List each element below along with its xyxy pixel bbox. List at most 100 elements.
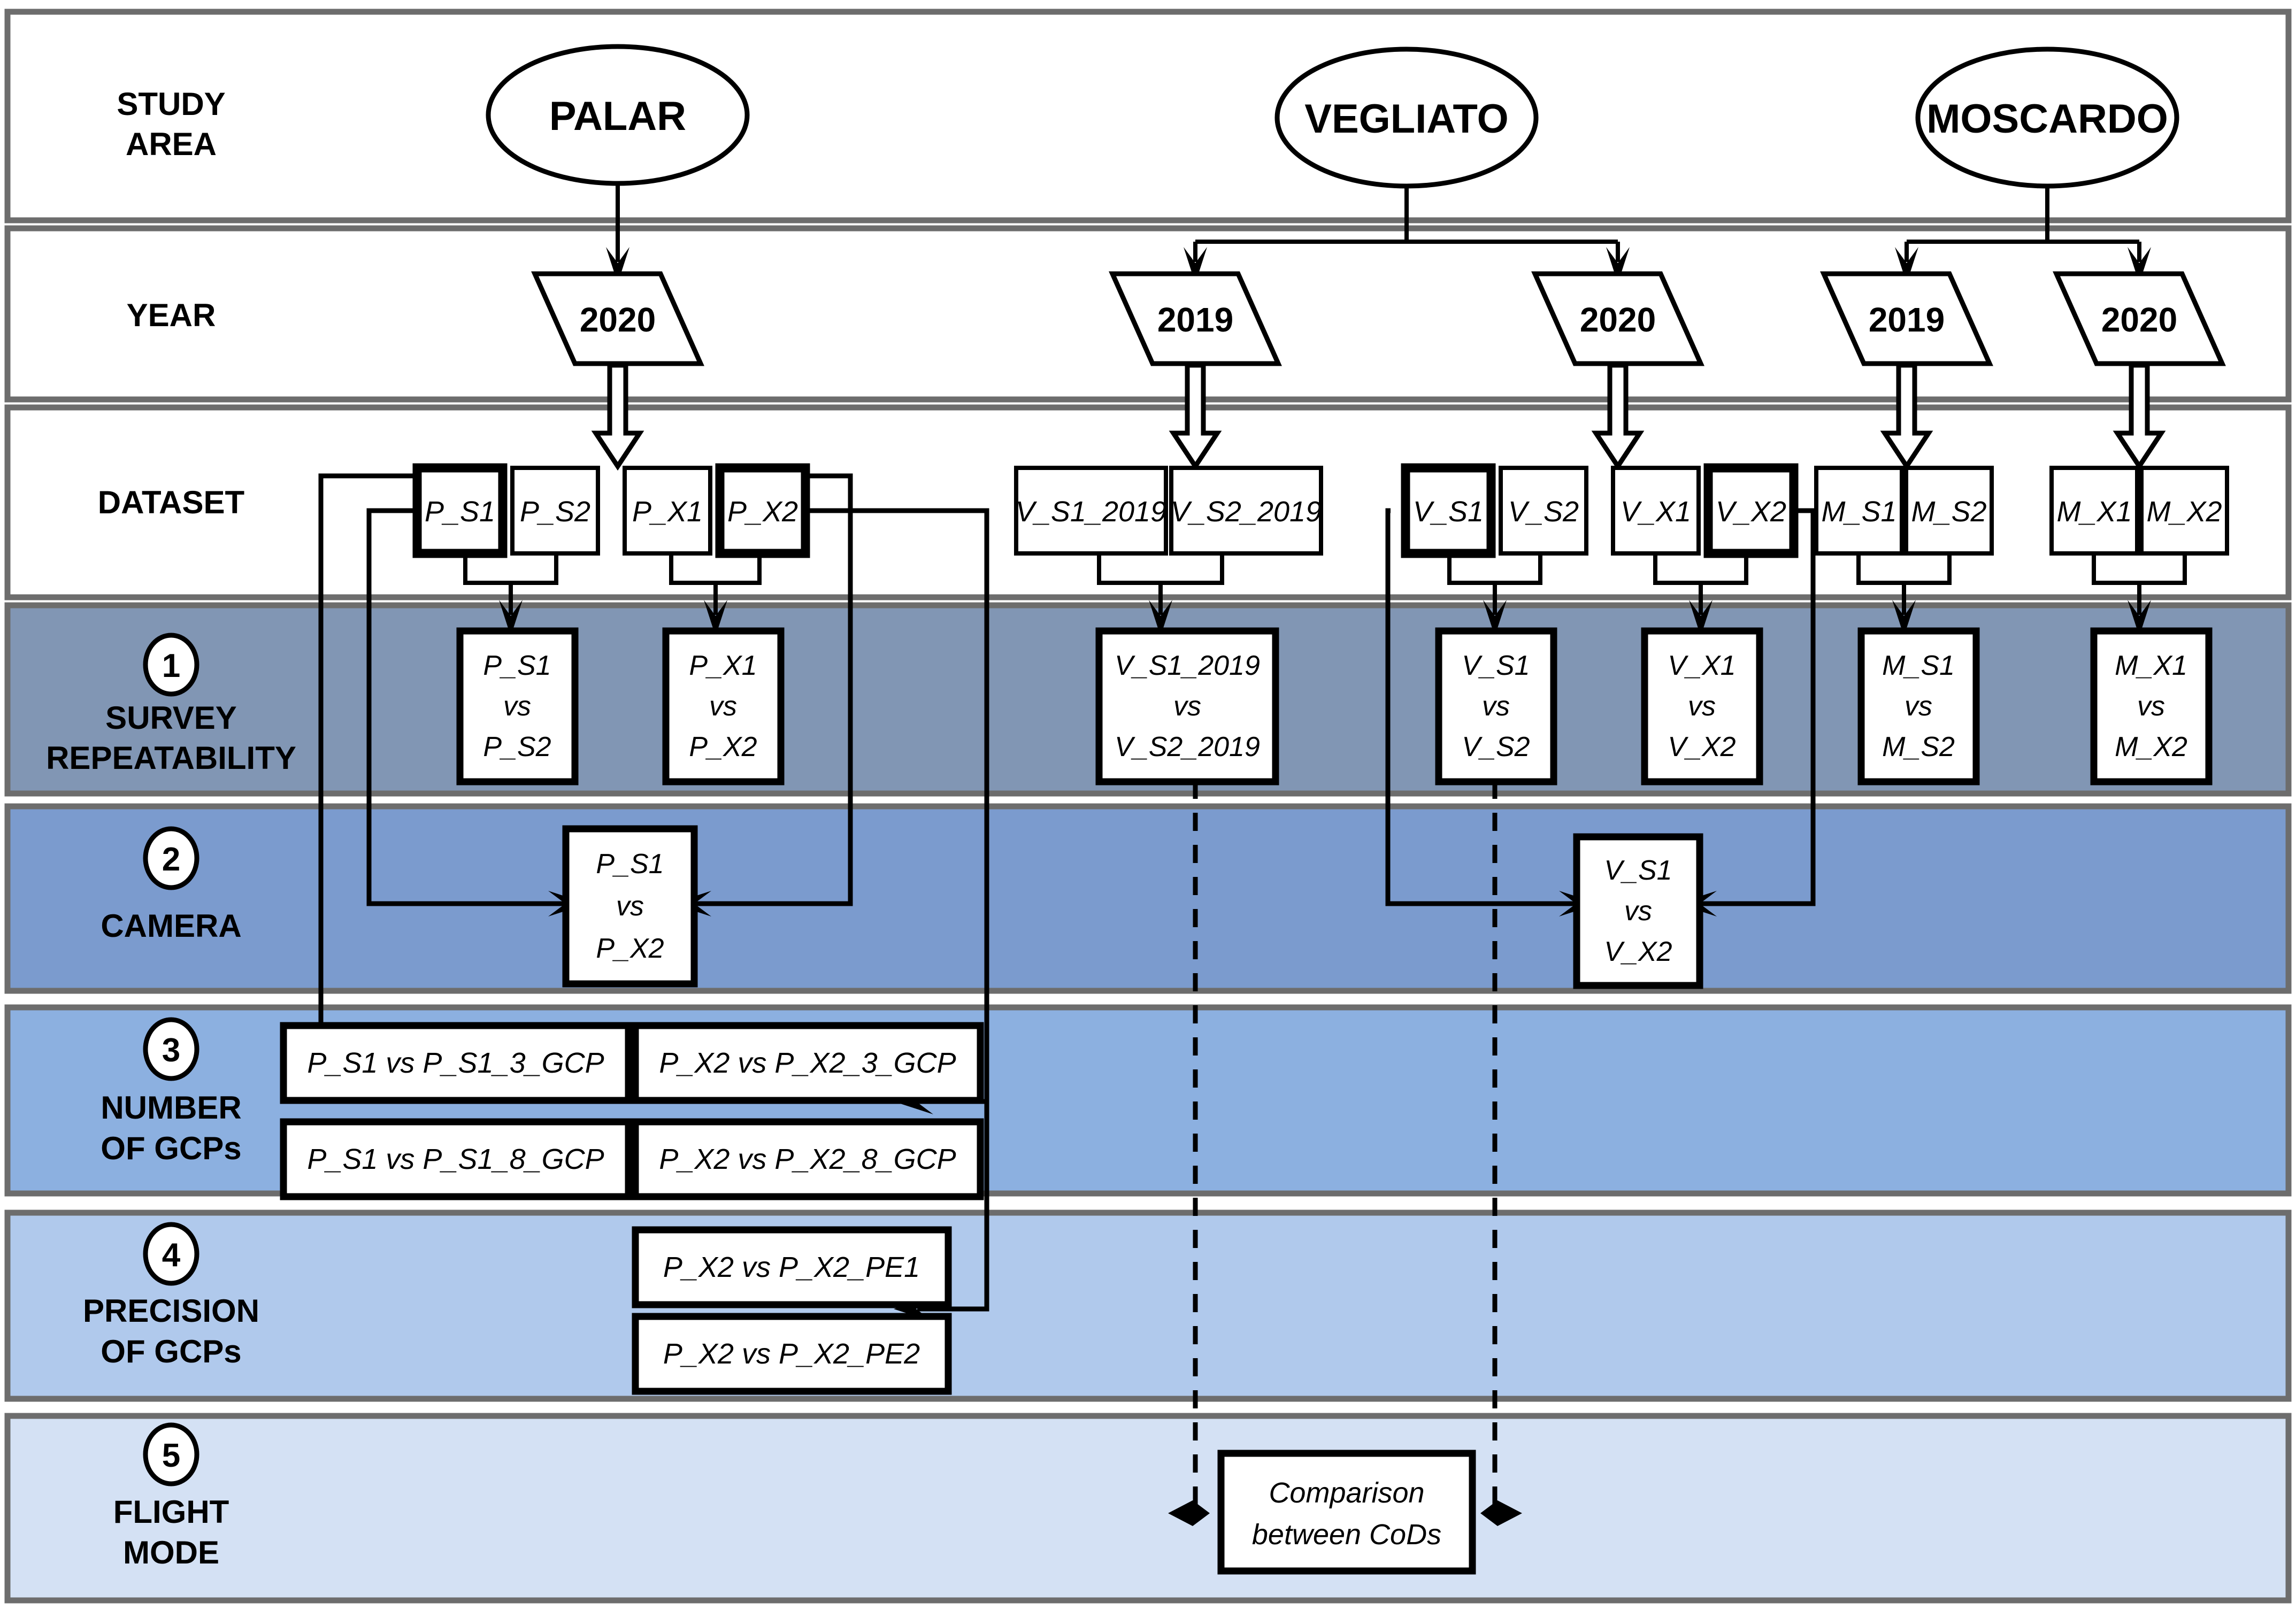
band-number-4-text: 4 [162,1237,181,1274]
gcp-node-gcp-px2-8[interactable]: P_X2 vs P_X2_8_GCP [632,1118,984,1200]
gcp-node-gcp-px2-3[interactable]: P_X2 vs P_X2_3_GCP [632,1022,984,1104]
band-number-3: 3 [143,1017,199,1081]
gcp-ps1-8-label: P_S1 vs P_S1_8_GCP [307,1143,604,1175]
dataset-node-p-x2[interactable]: P_X2 [715,463,810,558]
study-area-node-vegliato[interactable]: VEGLIATO [1274,47,1539,189]
cam-v-line3: V_X2 [1604,936,1672,967]
band-study-area [4,9,2292,224]
band-camera [4,803,2292,994]
dataset-node-v-s1-2019[interactable]: V_S1_2019 [1014,466,1168,556]
sr-p-x-line3: P_X2 [689,731,757,762]
survey-repeatability-node-sr-m-s[interactable]: M_S1 vs M_S2 [1857,627,1980,785]
dataset-node-m-x2[interactable]: M_X2 [2139,466,2229,556]
dataset-node-m-s1[interactable]: M_S1 [1814,466,1904,556]
gcp-ps1-3-label: P_S1 vs P_S1_3_GCP [307,1047,604,1079]
band-label-precision-of-gcps-line2: OF GCPs [101,1334,241,1369]
block-arrow-vegliato-2020 [1591,363,1645,471]
band-label-survey-repeatability-line1: SURVEY [105,700,237,736]
sr-m-s-line3: M_S2 [1882,731,1955,762]
dataset-node-v-x1[interactable]: V_X1 [1611,466,1701,556]
band-number-2-text: 2 [162,841,180,878]
precision-node-pe2[interactable]: P_X2 vs P_X2_PE2 [632,1313,952,1395]
block-arrow-moscardo-2019 [1880,363,1933,471]
dataset-node-p-s2[interactable]: P_S2 [510,466,600,556]
band-number-5-text: 5 [162,1437,180,1474]
dataset-node-v-s2-2019[interactable]: V_S2_2019 [1169,466,1323,556]
gcp-node-gcp-ps1-8[interactable]: P_S1 vs P_S1_8_GCP [280,1118,632,1200]
year-node-moscardo-2020[interactable]: 2020 [2053,271,2226,366]
dashed-cod-arrowheads [1168,1500,1522,1526]
survey-repeatability-node-sr-v-x[interactable]: V_X1 vs V_X2 [1641,627,1763,785]
study-area-node-moscardo[interactable]: MOSCARDO [1915,47,2179,189]
gcp-node-gcp-ps1-3[interactable]: P_S1 vs P_S1_3_GCP [280,1022,632,1104]
band-label-study-area-line1: STUDY [117,86,225,122]
dataset-node-m-s2[interactable]: M_S2 [1904,466,1994,556]
dataset-label-m-s2: M_S2 [1911,496,1986,528]
camera-node-cam-v[interactable]: V_S1 vs V_X2 [1573,833,1703,989]
dataset-label-m-x1: M_X1 [2056,496,2132,528]
pe1-label: P_X2 vs P_X2_PE1 [663,1251,920,1283]
year-node-vegliato-2020[interactable]: 2020 [1531,271,1704,366]
cods-line1: Comparison [1269,1477,1424,1509]
cods-line2: between CoDs [1252,1519,1441,1551]
cam-p-line3: P_X2 [596,933,664,964]
year-label-moscardo-2020: 2020 [2101,301,2177,339]
year-label-vegliato-2020: 2020 [1580,301,1656,339]
dataset-node-v-s1[interactable]: V_S1 [1401,463,1496,558]
sr-m-s-line1: M_S1 [1882,650,1955,681]
year-node-palar-2020[interactable]: 2020 [531,271,704,366]
survey-repeatability-node-sr-p-x[interactable]: P_X1 vs P_X2 [662,627,785,785]
sr-m-s-line2: vs [1905,691,1932,722]
dataset-label-v-s2-2019: V_S2_2019 [1171,496,1322,528]
band-precision-of-gcps [4,1210,2292,1402]
year-node-moscardo-2019[interactable]: 2019 [1820,271,1993,366]
cam-p-line2: vs [616,891,644,922]
band-label-study-area-line2: AREA [126,126,217,162]
dataset-label-v-x1: V_X1 [1621,496,1691,528]
block-arrows-year-to-dataset [591,363,2166,471]
band-label-number-of-gcps-line2: OF GCPs [101,1130,241,1166]
survey-repeatability-node-sr-p-s[interactable]: P_S1 vs P_S2 [456,627,579,785]
band-number-2: 2 [143,826,199,890]
cam-v-line1: V_S1 [1604,855,1672,886]
pe2-label: P_X2 vs P_X2_PE2 [663,1338,920,1370]
survey-repeatability-node-sr-m-x[interactable]: M_X1 vs M_X2 [2090,627,2213,785]
connectors-area-to-year [606,183,2151,283]
study-area-label-moscardo: MOSCARDO [1926,96,2168,142]
study-area-label-vegliato: VEGLIATO [1304,96,1508,142]
survey-repeatability-node-sr-v-2019[interactable]: V_S1_2019 vs V_S2_2019 [1095,627,1279,785]
band-label-precision-of-gcps-line1: PRECISION [83,1293,259,1329]
sr-v-s-line3: V_S2 [1462,731,1530,762]
sr-m-x-line1: M_X1 [2115,650,2187,681]
dataset-node-p-x1[interactable]: P_X1 [623,466,712,556]
sr-p-s-line2: vs [503,691,531,722]
band-number-3-text: 3 [162,1032,180,1069]
survey-repeatability-node-sr-v-s[interactable]: V_S1 vs V_S2 [1435,627,1557,785]
sr-v-2019-line2: vs [1173,691,1201,722]
dataset-label-v-s1: V_S1 [1413,496,1484,528]
sr-p-s-line3: P_S2 [483,731,551,762]
dataset-node-m-x1[interactable]: M_X1 [2049,466,2139,556]
block-arrow-vegliato-2019 [1169,363,1222,471]
cam-p-line1: P_S1 [596,849,664,880]
sr-p-s-line1: P_S1 [483,650,551,681]
dashed-cod-connectors [1193,781,1498,1513]
camera-node-cam-p[interactable]: P_S1 vs P_X2 [562,825,698,988]
cam-v-line2: vs [1624,896,1652,927]
dataset-label-m-x2: M_X2 [2146,496,2222,528]
sr-v-x-line2: vs [1688,691,1716,722]
dataset-node-v-x2[interactable]: V_X2 [1703,463,1799,558]
band-label-number-of-gcps-line1: NUMBER [101,1090,241,1126]
gcp-px2-3-label: P_X2 vs P_X2_3_GCP [659,1047,956,1079]
year-node-vegliato-2019[interactable]: 2019 [1109,271,1282,366]
dataset-node-v-s2[interactable]: V_S2 [1499,466,1588,556]
band-label-survey-repeatability-line2: REPEATABILITY [46,740,296,776]
study-area-node-palar[interactable]: PALAR [486,44,750,186]
flight-mode-node-cods[interactable]: Comparison between CoDs [1217,1450,1476,1575]
sr-v-s-line2: vs [1482,691,1510,722]
precision-node-pe1[interactable]: P_X2 vs P_X2_PE1 [632,1226,952,1308]
dataset-node-p-s1[interactable]: P_S1 [412,463,508,558]
sr-m-x-line3: M_X2 [2115,731,2187,762]
